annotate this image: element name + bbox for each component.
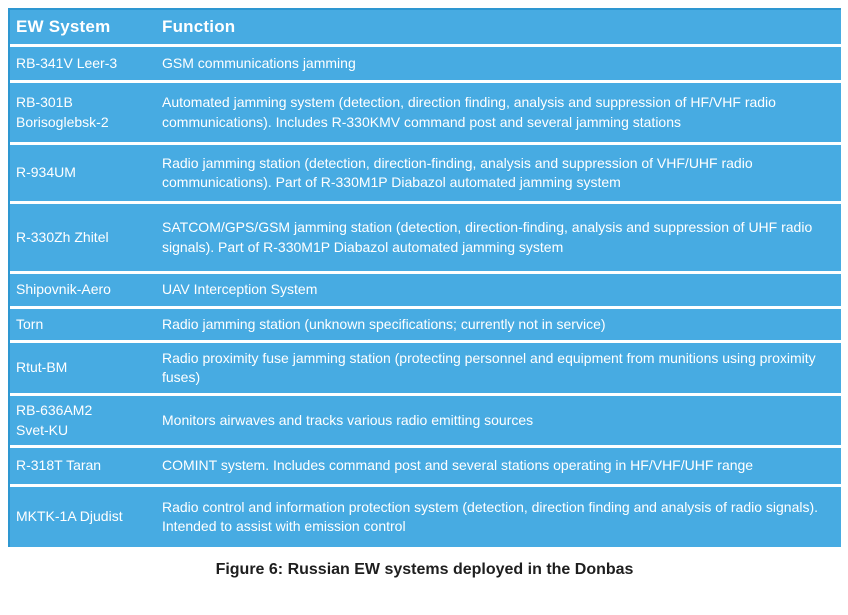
table-row: Torn Radio jamming station (unknown spec… xyxy=(10,306,841,340)
ew-system-name: Torn xyxy=(16,315,44,332)
table-row: RB-341V Leer-3 GSM communications jammin… xyxy=(10,44,841,80)
ew-system-function: UAV Interception System xyxy=(162,281,318,298)
header-ew-system: EW System xyxy=(16,17,111,37)
ew-system-function: COMINT system. Includes command post and… xyxy=(162,457,754,474)
ew-systems-table: EW System Function RB-341V Leer-3 GSM co… xyxy=(8,8,841,547)
ew-system-name: Rtut-BM xyxy=(16,359,68,376)
ew-system-name: Shipovnik-Aero xyxy=(16,281,111,298)
table-row: Shipovnik-Aero UAV Interception System xyxy=(10,271,841,306)
table-row: R-934UM Radio jamming station (detection… xyxy=(10,142,841,201)
ew-system-name: R-330Zh Zhitel xyxy=(16,228,109,245)
ew-system-name: RB-636AM2 Svet-KU xyxy=(16,402,93,438)
table-row: RB-636AM2 Svet-KU Monitors airwaves and … xyxy=(10,393,841,445)
table-header-row: EW System Function xyxy=(10,10,841,44)
ew-system-function: SATCOM/GPS/GSM jamming station (detectio… xyxy=(162,219,813,255)
ew-system-function: Radio jamming station (detection, direct… xyxy=(162,154,753,190)
ew-system-function: Radio jamming station (unknown specifica… xyxy=(162,315,606,332)
ew-system-name: MKTK-1A Djudist xyxy=(16,508,123,525)
table-row: MKTK-1A Djudist Radio control and inform… xyxy=(10,484,841,547)
table-row: R-318T Taran COMINT system. Includes com… xyxy=(10,445,841,484)
table-row: RB-301B Borisoglebsk-2 Automated jamming… xyxy=(10,80,841,142)
document-page: EW System Function RB-341V Leer-3 GSM co… xyxy=(8,8,841,578)
table-row: R-330Zh Zhitel SATCOM/GPS/GSM jamming st… xyxy=(10,201,841,271)
ew-system-function: Automated jamming system (detection, dir… xyxy=(162,94,776,130)
table-row: Rtut-BM Radio proximity fuse jamming sta… xyxy=(10,340,841,393)
ew-system-name: RB-301B Borisoglebsk-2 xyxy=(16,94,109,130)
ew-system-name: RB-341V Leer-3 xyxy=(16,54,118,71)
header-function: Function xyxy=(162,17,236,37)
ew-system-function: Monitors airwaves and tracks various rad… xyxy=(162,411,534,428)
ew-system-function: GSM communications jamming xyxy=(162,54,356,71)
ew-system-name: R-934UM xyxy=(16,164,76,181)
ew-system-function: Radio control and information protection… xyxy=(162,498,819,534)
ew-system-function: Radio proximity fuse jamming station (pr… xyxy=(162,349,816,385)
figure-caption: Figure 6: Russian EW systems deployed in… xyxy=(215,561,634,578)
table-body: RB-341V Leer-3 GSM communications jammin… xyxy=(10,44,841,547)
ew-system-name: R-318T Taran xyxy=(16,457,102,474)
